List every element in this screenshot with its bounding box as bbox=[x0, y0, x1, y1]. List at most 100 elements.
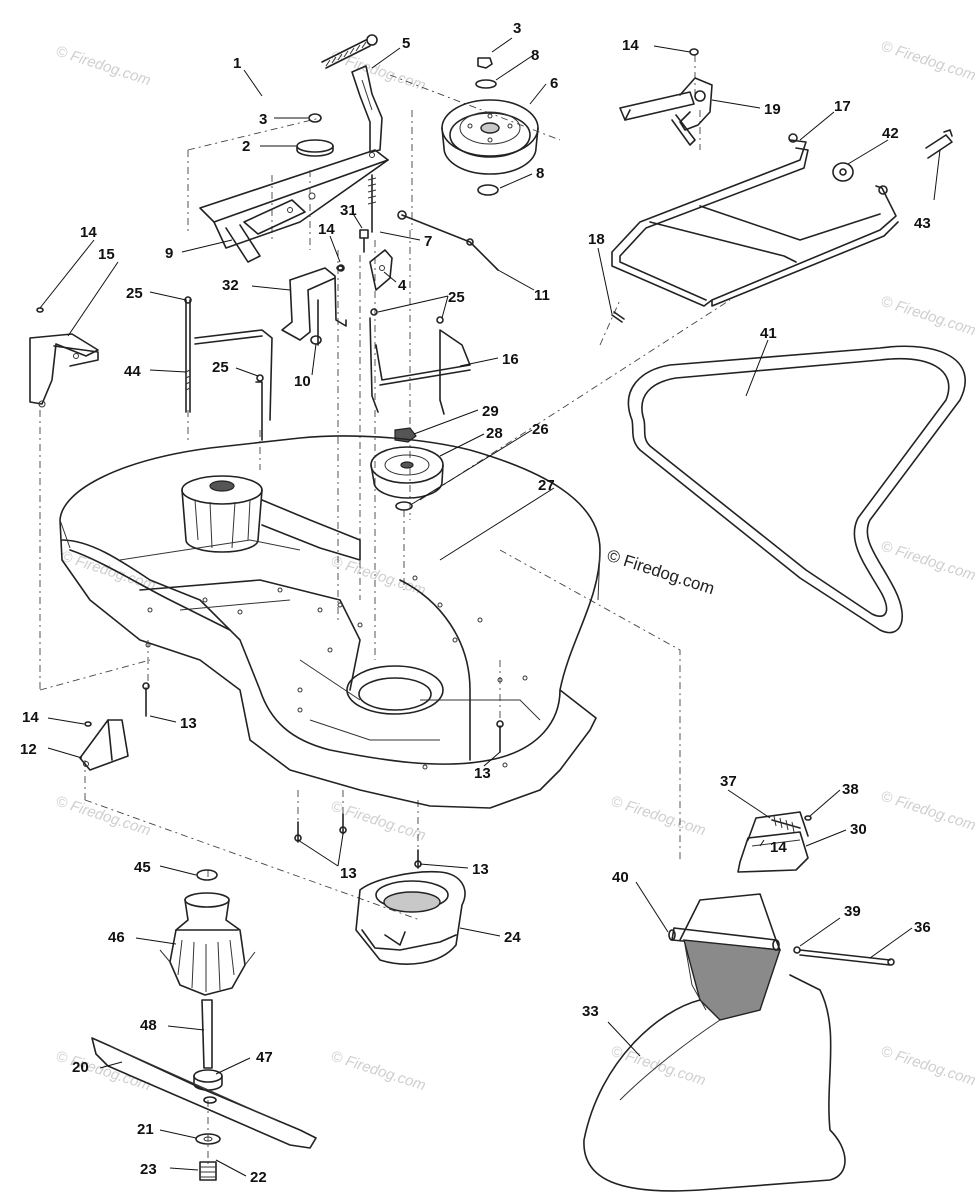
callout-33: 33 bbox=[582, 1003, 599, 1020]
u-bracket-part bbox=[369, 308, 471, 415]
callout-24: 24 bbox=[504, 929, 521, 946]
bolt-part bbox=[359, 229, 369, 253]
callout-22: 22 bbox=[250, 1169, 267, 1186]
callout-43: 43 bbox=[914, 215, 931, 232]
callout-45: 45 bbox=[134, 859, 151, 876]
callout-1: 1 bbox=[233, 55, 241, 72]
idler-pulley-part bbox=[441, 99, 539, 175]
callout-29: 29 bbox=[482, 403, 499, 420]
watermark-faint: © Firedog.com bbox=[54, 793, 153, 840]
watermark-faint: © Firedog.com bbox=[879, 38, 975, 85]
callout-8: 8 bbox=[531, 47, 539, 64]
link-rod-part bbox=[367, 174, 499, 271]
callout-18: 18 bbox=[588, 231, 605, 248]
callout-46: 46 bbox=[108, 929, 125, 946]
bracket-32-part bbox=[281, 264, 347, 346]
callout-47: 47 bbox=[256, 1049, 273, 1066]
watermark-faint: © Firedog.com bbox=[54, 43, 153, 90]
callout-37: 37 bbox=[720, 773, 737, 790]
chute-frame-part bbox=[611, 133, 899, 307]
callout-16: 16 bbox=[502, 351, 519, 368]
callout-12: 12 bbox=[20, 741, 37, 758]
callout-38: 38 bbox=[842, 781, 859, 798]
blade-housing-part bbox=[355, 870, 466, 965]
callout-8: 8 bbox=[536, 165, 544, 182]
watermark-main: © Firedog.com bbox=[605, 546, 717, 599]
callout-25: 25 bbox=[126, 285, 143, 302]
callout-30: 30 bbox=[850, 821, 867, 838]
callout-23: 23 bbox=[140, 1161, 157, 1178]
chute-door-part bbox=[737, 811, 812, 873]
pulley-hardware bbox=[475, 57, 499, 196]
spindle-housing-part bbox=[159, 869, 256, 996]
washer-42-part bbox=[832, 162, 854, 182]
callout-15: 15 bbox=[98, 246, 115, 263]
callout-13: 13 bbox=[340, 865, 357, 882]
watermark-faint: © Firedog.com bbox=[609, 793, 708, 840]
bolts-13-part bbox=[142, 682, 504, 869]
callout-39: 39 bbox=[844, 903, 861, 920]
watermark-faint: © Firedog.com bbox=[329, 48, 428, 95]
watermark-faint: © Firedog.com bbox=[879, 1043, 975, 1090]
callout-6: 6 bbox=[550, 75, 558, 92]
rod-36-part bbox=[668, 929, 895, 966]
callout-5: 5 bbox=[402, 35, 410, 52]
mounting-plate-part bbox=[199, 149, 389, 263]
callout-14: 14 bbox=[22, 709, 39, 726]
spring-part bbox=[321, 34, 378, 69]
callout-27: 27 bbox=[538, 477, 555, 494]
lever-part bbox=[351, 65, 383, 153]
bracket-15-part bbox=[29, 307, 99, 408]
pin-18-part bbox=[611, 311, 625, 323]
deck-pulley-part bbox=[370, 427, 444, 511]
callout-25: 25 bbox=[212, 359, 229, 376]
blade-hardware-part bbox=[195, 1133, 221, 1181]
leader-lines bbox=[39, 37, 941, 1177]
callout-25: 25 bbox=[448, 289, 465, 306]
callout-41: 41 bbox=[760, 325, 777, 342]
watermark-faint: © Firedog.com bbox=[329, 553, 428, 600]
callout-10: 10 bbox=[294, 373, 311, 390]
watermark-faint: © Firedog.com bbox=[879, 788, 975, 835]
callout-14: 14 bbox=[80, 224, 97, 241]
watermark-faint: © Firedog.com bbox=[329, 1048, 428, 1095]
watermark-faint: © Firedog.com bbox=[54, 1048, 153, 1095]
watermark-faint: © Firedog.com bbox=[879, 293, 975, 340]
callout-14: 14 bbox=[770, 839, 787, 856]
callout-40: 40 bbox=[612, 869, 629, 886]
callout-4: 4 bbox=[398, 277, 407, 294]
grass-bag-part bbox=[583, 893, 846, 1192]
callout-3: 3 bbox=[259, 111, 267, 128]
bracket-12-part bbox=[79, 719, 129, 771]
callout-26: 26 bbox=[532, 421, 549, 438]
callout-labels: 1 2 3 3 4 5 6 7 8 8 9 10 11 12 13 13 13 … bbox=[20, 20, 931, 1186]
callout-32: 32 bbox=[222, 277, 239, 294]
mower-deck-part bbox=[59, 435, 601, 809]
callout-13: 13 bbox=[180, 715, 197, 732]
callout-14: 14 bbox=[318, 221, 335, 238]
callout-44: 44 bbox=[124, 363, 141, 380]
v-belt-part bbox=[627, 345, 966, 634]
deck-holes bbox=[145, 575, 528, 770]
callout-7: 7 bbox=[424, 233, 432, 250]
callout-14: 14 bbox=[622, 37, 639, 54]
callout-21: 21 bbox=[137, 1121, 154, 1138]
hinge-bracket-part bbox=[619, 77, 713, 146]
hair-pin-part bbox=[925, 129, 953, 159]
callout-11: 11 bbox=[534, 287, 550, 304]
washer-part bbox=[296, 113, 334, 157]
callout-31: 31 bbox=[340, 202, 357, 219]
callout-9: 9 bbox=[165, 245, 173, 262]
callout-20: 20 bbox=[72, 1059, 89, 1076]
callout-2: 2 bbox=[242, 138, 250, 155]
callout-19: 19 bbox=[764, 101, 781, 118]
callout-28: 28 bbox=[486, 425, 503, 442]
rod-assembly-part bbox=[184, 296, 273, 441]
callout-3: 3 bbox=[513, 20, 521, 37]
bracket-part bbox=[369, 249, 393, 291]
callout-48: 48 bbox=[140, 1017, 157, 1034]
callout-13: 13 bbox=[474, 765, 491, 782]
blade-part bbox=[91, 1037, 317, 1149]
watermark-faint: © Firedog.com bbox=[879, 538, 975, 585]
